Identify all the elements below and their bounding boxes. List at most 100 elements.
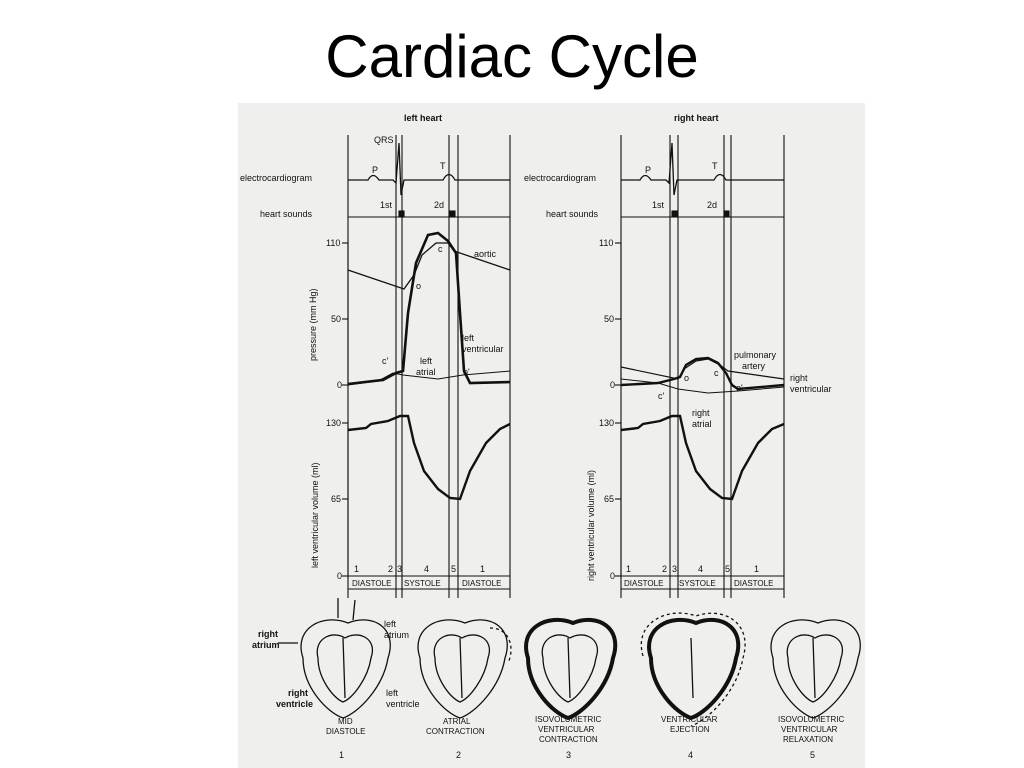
left-volume-tick-130: 130 [326, 418, 341, 428]
left-heart-panel [342, 135, 511, 598]
cardiac-cycle-figure: left heart QRS electrocardiogram P T hea… [238, 103, 865, 768]
right-pressure-tick-50: 50 [604, 314, 614, 324]
stage-1-caption-1: MID [338, 717, 353, 726]
left-qrs-label: QRS [374, 135, 394, 145]
right-heart-labels: right heart electrocardiogram P T heart … [524, 113, 832, 588]
left-atrium-label-2: atrium [384, 630, 409, 640]
left-atrial-label-1: left [420, 356, 433, 366]
stage-2-caption-1: ATRIAL [443, 717, 471, 726]
stage-3-caption-3: CONTRACTION [539, 735, 598, 744]
right-panel-heading: right heart [674, 113, 719, 123]
heart-structure-labels: right atrium left atrium right ventricle… [252, 619, 420, 709]
right-second-sound-label: 2d [707, 200, 717, 210]
stage-3-caption-1: ISOVOLUMETRIC [535, 715, 601, 724]
left-pressure-tick-50: 50 [331, 314, 341, 324]
left-p-wave-label: P [372, 165, 378, 175]
right-ventricle-label-2: ventricle [276, 699, 313, 709]
right-pulmonary-label-1: pulmonary [734, 350, 777, 360]
right-point-cprime: c' [658, 391, 665, 401]
left-phase-diastole-2: DIASTOLE [462, 579, 501, 588]
figure-background [238, 103, 865, 768]
heart-stage-5-illustration [770, 619, 861, 719]
right-atrial-curve [620, 378, 785, 394]
left-second-sound-mark [449, 210, 456, 218]
stage-4-caption-1: VENTRICULAR [661, 715, 718, 724]
stage-4-caption-2: EJECTION [670, 725, 710, 734]
left-point-o: o [416, 281, 421, 291]
left-atrial-curve [347, 370, 511, 386]
right-sounds-label: heart sounds [546, 209, 599, 219]
left-phase-number-1: 1 [354, 564, 359, 574]
right-phase-diastole-1: DIASTOLE [624, 579, 663, 588]
right-phase-number-2: 2 [662, 564, 667, 574]
stage-1-caption-2: DIASTOLE [326, 727, 365, 736]
left-atrium-label-1: left [384, 619, 397, 629]
left-ecg-trace [348, 142, 510, 196]
left-volume-tick-65: 65 [331, 494, 341, 504]
right-ecg-trace [621, 142, 784, 196]
left-first-sound-mark [398, 210, 405, 218]
left-phase-diastole-1: DIASTOLE [352, 579, 391, 588]
heart-stage-1-illustration [278, 598, 391, 719]
stage-captions: MID DIASTOLE 1 ATRIAL CONTRACTION 2 ISOV… [326, 715, 844, 760]
left-sounds-label: heart sounds [260, 209, 313, 219]
right-point-oprime: o' [736, 383, 743, 393]
left-atrial-label-2: atrial [416, 367, 436, 377]
right-atrial-label-1: right [692, 408, 710, 418]
right-pressure-tick-0: 0 [610, 380, 615, 390]
heart-stage-2-illustration [417, 619, 512, 719]
left-volume-curve [347, 414, 511, 501]
right-volume-axis-label: right ventricular volume (ml) [586, 470, 596, 581]
left-point-oprime: o' [463, 367, 470, 377]
right-first-sound-label: 1st [652, 200, 665, 210]
left-phase-number-3: 3 [397, 564, 402, 574]
right-phase-number-1: 1 [626, 564, 631, 574]
left-point-cprime: c' [382, 356, 389, 366]
stage-4-number: 4 [688, 750, 693, 760]
left-first-sound-label: 1st [380, 200, 393, 210]
left-ecg-label: electrocardiogram [240, 173, 312, 183]
left-panel-heading: left heart [404, 113, 442, 123]
right-point-o: o [684, 373, 689, 383]
right-ecg-label: electrocardiogram [524, 173, 596, 183]
heart-stage-3-illustration [524, 617, 618, 721]
right-pulmonary-label-2: artery [742, 361, 766, 371]
stage-1-number: 1 [339, 750, 344, 760]
stage-3-caption-2: VENTRICULAR [538, 725, 595, 734]
right-point-c: c [714, 368, 719, 378]
left-ventricle-label-1: left [386, 688, 399, 698]
left-t-wave-label: T [440, 161, 446, 171]
left-phase-number-2: 2 [388, 564, 393, 574]
right-ventricle-label-1: right [288, 688, 308, 698]
right-ventricular-label-2: ventricular [790, 384, 832, 394]
right-t-wave-label: T [712, 161, 718, 171]
stage-5-caption-1: ISOVOLUMETRIC [778, 715, 844, 724]
left-phase-number-5: 5 [451, 564, 456, 574]
right-volume-tick-0: 0 [610, 571, 615, 581]
left-volume-axis-label: left ventricular volume (ml) [310, 462, 320, 568]
right-phase-number-4: 4 [698, 564, 703, 574]
left-phase-systole: SYSTOLE [404, 579, 441, 588]
left-heart-labels: left heart QRS electrocardiogram P T hea… [240, 113, 504, 588]
right-volume-curve [620, 414, 785, 501]
right-phase-systole: SYSTOLE [679, 579, 716, 588]
right-ventricular-curve [620, 356, 785, 391]
left-ventricle-label-2: ventricle [386, 699, 420, 709]
left-pressure-tick-110: 110 [326, 238, 340, 248]
right-volume-tick-65: 65 [604, 494, 614, 504]
right-atrium-label-2: atrium [252, 640, 280, 650]
left-ventricular-label-2: ventricular [462, 344, 504, 354]
left-pressure-axis-label: pressure (mm Hg) [308, 288, 318, 361]
left-ventricular-label-1: left [462, 333, 475, 343]
left-second-sound-label: 2d [434, 200, 444, 210]
stage-2-caption-2: CONTRACTION [426, 727, 485, 736]
right-atrial-label-2: atrial [692, 419, 712, 429]
left-volume-tick-0: 0 [337, 571, 342, 581]
left-phase-number-6: 1 [480, 564, 485, 574]
right-second-sound-mark [723, 210, 730, 218]
stage-3-number: 3 [566, 750, 571, 760]
left-phase-number-4: 4 [424, 564, 429, 574]
slide-title: Cardiac Cycle [325, 23, 699, 90]
left-pressure-tick-0: 0 [337, 380, 342, 390]
heart-stage-4-illustration [640, 612, 746, 727]
